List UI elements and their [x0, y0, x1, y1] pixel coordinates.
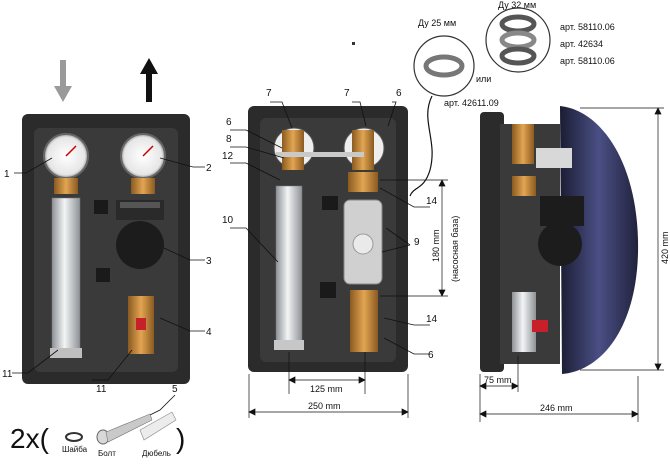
callout-5: 5	[172, 384, 178, 395]
callout-6-left: 6	[226, 117, 232, 128]
dim-depth	[479, 376, 639, 422]
middle-leader-lines	[230, 101, 430, 355]
kit-washer-label: Шайба	[62, 445, 88, 454]
callout-10: 10	[222, 215, 234, 226]
callout-7-right: 7	[344, 88, 350, 99]
dowel-icon	[139, 411, 177, 441]
callout-14-bottom: 14	[426, 314, 438, 325]
dim-246-label: 246 mm	[540, 403, 573, 413]
kit-dowel-label: Дюбель	[142, 449, 171, 458]
kit-bolt-label: Болт	[98, 449, 116, 458]
dim-center-distance	[288, 352, 366, 394]
side-view-group	[480, 106, 639, 374]
bolt-icon	[96, 413, 153, 445]
callout-9: 9	[414, 237, 420, 248]
callout-6-top: 6	[396, 88, 402, 99]
dim-75-label: 75 mm	[484, 375, 512, 385]
middle-view-group	[248, 106, 408, 372]
gasket-du32-art-a: арт. 58110.06	[560, 22, 615, 32]
callout-11-right: 11	[96, 384, 107, 395]
middle-chrome-pipe	[275, 185, 303, 347]
callout-2: 2	[206, 163, 212, 174]
callout-12: 12	[222, 151, 234, 162]
flow-arrow-up	[140, 58, 158, 102]
callout-6-bottom: 6	[428, 350, 434, 361]
gasket-du25-label: Ду 25 мм	[418, 18, 456, 28]
stray-mark	[352, 42, 355, 45]
gasket-du32-label: Ду 32 мм	[498, 0, 536, 10]
dim-width	[248, 374, 409, 418]
gasket-du32-art-b: арт. 42634	[560, 39, 603, 49]
callout-11-left: 11	[2, 369, 13, 380]
gasket-du25-art: арт. 42611.09	[444, 98, 499, 108]
callout-4: 4	[206, 327, 212, 338]
gasket-du32-art-c: арт. 58110.06	[560, 56, 615, 66]
callout-1: 1	[4, 169, 10, 180]
dim-180-label: 180 mm	[431, 229, 441, 262]
kit-multiplier: 2x(	[10, 423, 50, 454]
dim-pump-base	[380, 179, 448, 297]
dim-125-label: 125 mm	[310, 384, 343, 394]
mounting-kit: 2x( ) Шайба Болт Дюбель	[10, 411, 185, 458]
dim-height	[580, 107, 664, 371]
dim-250-label: 250 mm	[308, 401, 341, 411]
gasket-du32-group	[485, 7, 551, 73]
gasket-du25-group	[413, 35, 475, 97]
flow-arrow-down	[54, 60, 72, 102]
callout-14-top: 14	[426, 196, 438, 207]
callout-3: 3	[206, 256, 212, 267]
callout-8: 8	[226, 134, 232, 145]
gasket-leader	[409, 95, 433, 197]
callout-7-left: 7	[266, 88, 272, 99]
dim-180-note: (насосная база)	[450, 216, 460, 282]
left-chrome-pipe	[51, 197, 81, 351]
left-leader-lines	[12, 157, 205, 416]
washer-icon	[65, 432, 83, 442]
left-view-group	[22, 114, 190, 384]
gasket-or-label: или	[476, 74, 491, 84]
dim-420-label: 420 mm	[660, 231, 670, 264]
kit-close: )	[176, 423, 185, 454]
side-cover	[560, 106, 639, 374]
left-pump	[116, 221, 164, 269]
